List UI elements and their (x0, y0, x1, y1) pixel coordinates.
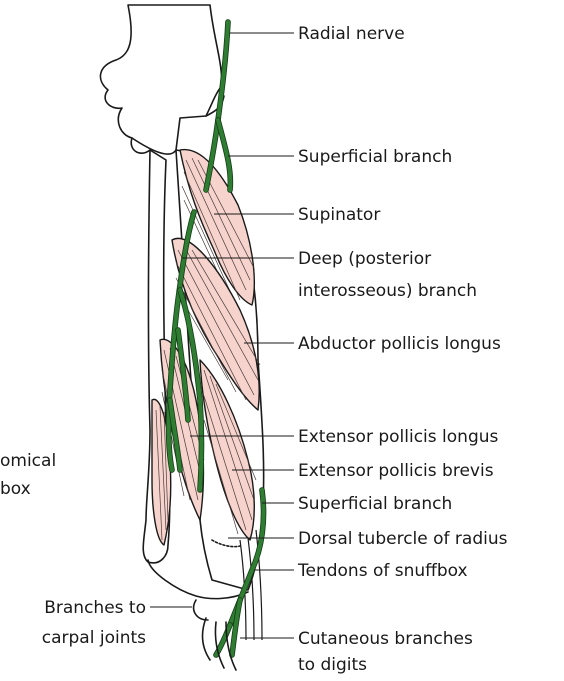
label-supinator: Supinator (298, 205, 380, 225)
label-abductor-pollicis-longus: Abductor pollicis longus (298, 334, 501, 354)
label-cutaneous-line1: Cutaneous branches (298, 629, 473, 649)
label-extensor-pollicis-longus: Extensor pollicis longus (298, 427, 499, 447)
label-snuffbox-line2: box (0, 479, 31, 499)
label-dorsal-tubercle: Dorsal tubercle of radius (298, 529, 508, 549)
label-superficial-branch-upper: Superficial branch (298, 147, 452, 167)
label-radial-nerve: Radial nerve (298, 24, 405, 44)
label-tendons-snuffbox: Tendons of snuffbox (297, 561, 468, 581)
label-cutaneous-line2: to digits (298, 655, 367, 675)
hand-outline (194, 600, 236, 670)
label-extensor-pollicis-brevis: Extensor pollicis brevis (298, 461, 494, 481)
label-snuffbox-line1: omical (0, 451, 56, 471)
label-deep-branch-line2: interosseous) branch (298, 281, 477, 301)
label-superficial-branch-lower: Superficial branch (298, 494, 452, 514)
label-carpal-line2: carpal joints (42, 628, 146, 648)
label-deep-branch-line1: Deep (posterior (298, 249, 431, 269)
humerus-and-elbow (100, 5, 224, 154)
label-carpal-line1: Branches to (44, 598, 146, 618)
